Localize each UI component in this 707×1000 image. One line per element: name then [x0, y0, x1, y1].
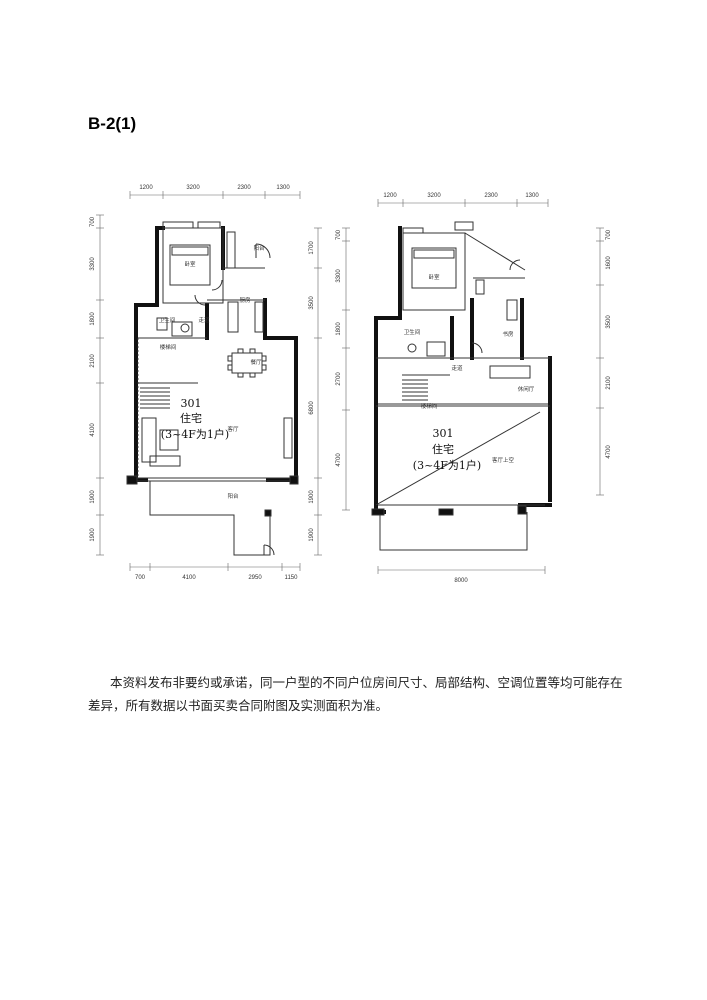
unit-number: 301: [181, 397, 202, 410]
dim-label: 3200: [427, 193, 441, 199]
left-plan-walls: [126, 221, 299, 556]
dim-label: 1800: [336, 322, 342, 336]
floor-plans: 1200 3200 2300 1300 700 4100 2950 1150 7…: [90, 185, 612, 584]
dim-label: 2100: [606, 376, 612, 390]
dim-label: 1200: [383, 193, 397, 199]
dim-label: 2700: [336, 372, 342, 386]
left-plan-dimension-lines: [96, 191, 322, 571]
room-label: 客厅: [227, 425, 239, 433]
right-plan-dimension-lines: [342, 199, 604, 574]
dim-label: 1900: [309, 490, 315, 504]
disclaimer-text: 本资料发布非要约或承诺，同一户型的不同户位房间尺寸、局部结构、空调位置等均可能存…: [88, 674, 623, 713]
unit-note: (3~4F为1户): [161, 427, 229, 441]
dim-label: 1300: [525, 193, 539, 199]
room-label: 阳台: [227, 492, 239, 500]
room-label: 楼梯间: [421, 402, 438, 410]
dim-label: 1600: [606, 256, 612, 270]
page-title: B-2(1): [88, 114, 137, 133]
dim-label: 1300: [276, 185, 290, 191]
dim-label: 4700: [606, 445, 612, 459]
unit-type: 住宅: [180, 411, 202, 425]
dim-label: 3200: [186, 185, 200, 191]
dim-label: 1200: [139, 185, 153, 191]
floor-plan-drawing: 1200 3200 2300 1300 700 4100 2950 1150 7…: [90, 185, 612, 584]
dim-label: 700: [135, 575, 146, 581]
dim-label: 1900: [90, 528, 96, 542]
room-label: 卧室: [184, 260, 196, 268]
right-plan-room-labels: 卧室 卫生间 走道 楼梯间 书房 休闲厅 客厅上空 301 住宅 (3~4F为1…: [404, 273, 535, 472]
room-label: 卫生间: [404, 328, 421, 336]
dim-label: 2300: [237, 185, 251, 191]
dim-label: 3500: [309, 296, 315, 310]
room-label: 走道: [198, 316, 210, 324]
dim-label: 6800: [309, 401, 315, 415]
dim-label: 1700: [309, 241, 315, 255]
room-label: 卫生间: [159, 316, 176, 324]
dim-label: 1150: [285, 575, 299, 581]
dim-label: 700: [90, 216, 96, 227]
left-plan-dimension-labels: 1200 3200 2300 1300 700 4100 2950 1150 7…: [90, 185, 315, 581]
room-label: 餐厅: [250, 358, 262, 366]
room-label: 客厅上空: [492, 456, 515, 464]
right-plan-walls: [371, 221, 552, 551]
dim-label: 2300: [484, 193, 498, 199]
room-label: 楼梯间: [160, 343, 177, 351]
room-label: 阳台: [253, 244, 265, 252]
unit-note: (3~4F为1户): [413, 458, 481, 472]
room-label: 走道: [451, 364, 463, 372]
unit-number: 301: [433, 427, 454, 440]
dim-label: 4100: [182, 575, 196, 581]
right-plan-dimension-labels: 1200 3200 2300 1300 8000 700 3300 1800 2…: [336, 193, 612, 584]
room-label: 厨房: [239, 296, 251, 304]
dim-label: 3500: [606, 315, 612, 329]
room-label: 卧室: [428, 273, 440, 281]
unit-type: 住宅: [432, 442, 454, 456]
left-plan-room-labels: 卧室 卫生间 走道 楼梯间 餐厅 客厅 厨房 阳台 阳台 301 住宅 (3~4…: [159, 244, 265, 500]
dim-label: 4100: [90, 423, 96, 437]
dim-label: 1900: [309, 528, 315, 542]
dim-label: 4700: [336, 453, 342, 467]
dim-label: 700: [606, 229, 612, 240]
dim-label: 1900: [90, 490, 96, 504]
dim-label: 3300: [336, 269, 342, 283]
room-label: 书房: [502, 330, 514, 338]
dim-label: 2950: [248, 575, 262, 581]
dim-label: 3300: [90, 257, 96, 271]
dim-label: 2100: [90, 354, 96, 368]
dim-label: 700: [336, 229, 342, 240]
room-label: 休闲厅: [518, 385, 535, 393]
dim-label: 8000: [454, 578, 468, 584]
dim-label: 1800: [90, 312, 96, 326]
